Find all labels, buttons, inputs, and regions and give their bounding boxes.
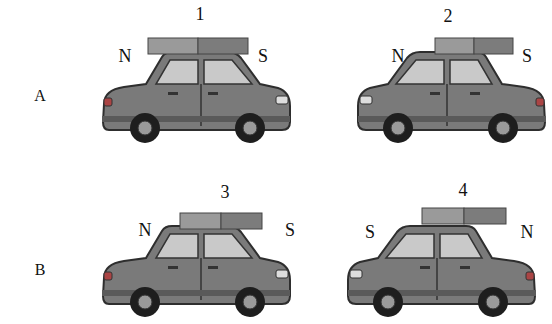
pole-label: S: [365, 223, 375, 241]
pole-label: N: [139, 221, 152, 239]
car: [102, 226, 290, 317]
pole-label: N: [521, 223, 534, 241]
row-label: A: [34, 88, 46, 104]
magnet: [435, 38, 513, 54]
car: [102, 52, 290, 143]
car-number: 4: [459, 181, 468, 199]
magnet: [148, 38, 248, 54]
car-number: 3: [221, 183, 230, 201]
pole-label: S: [258, 47, 268, 65]
car-number: 2: [444, 7, 453, 25]
pole-label: S: [522, 47, 532, 65]
pole-label: S: [285, 221, 295, 239]
magnet: [180, 213, 262, 229]
car: [358, 52, 546, 143]
car: [348, 226, 536, 317]
pole-label: N: [119, 47, 132, 65]
magnet: [422, 208, 506, 224]
row-label: B: [35, 262, 46, 278]
pole-label: N: [392, 47, 405, 65]
car-number: 1: [196, 5, 205, 23]
